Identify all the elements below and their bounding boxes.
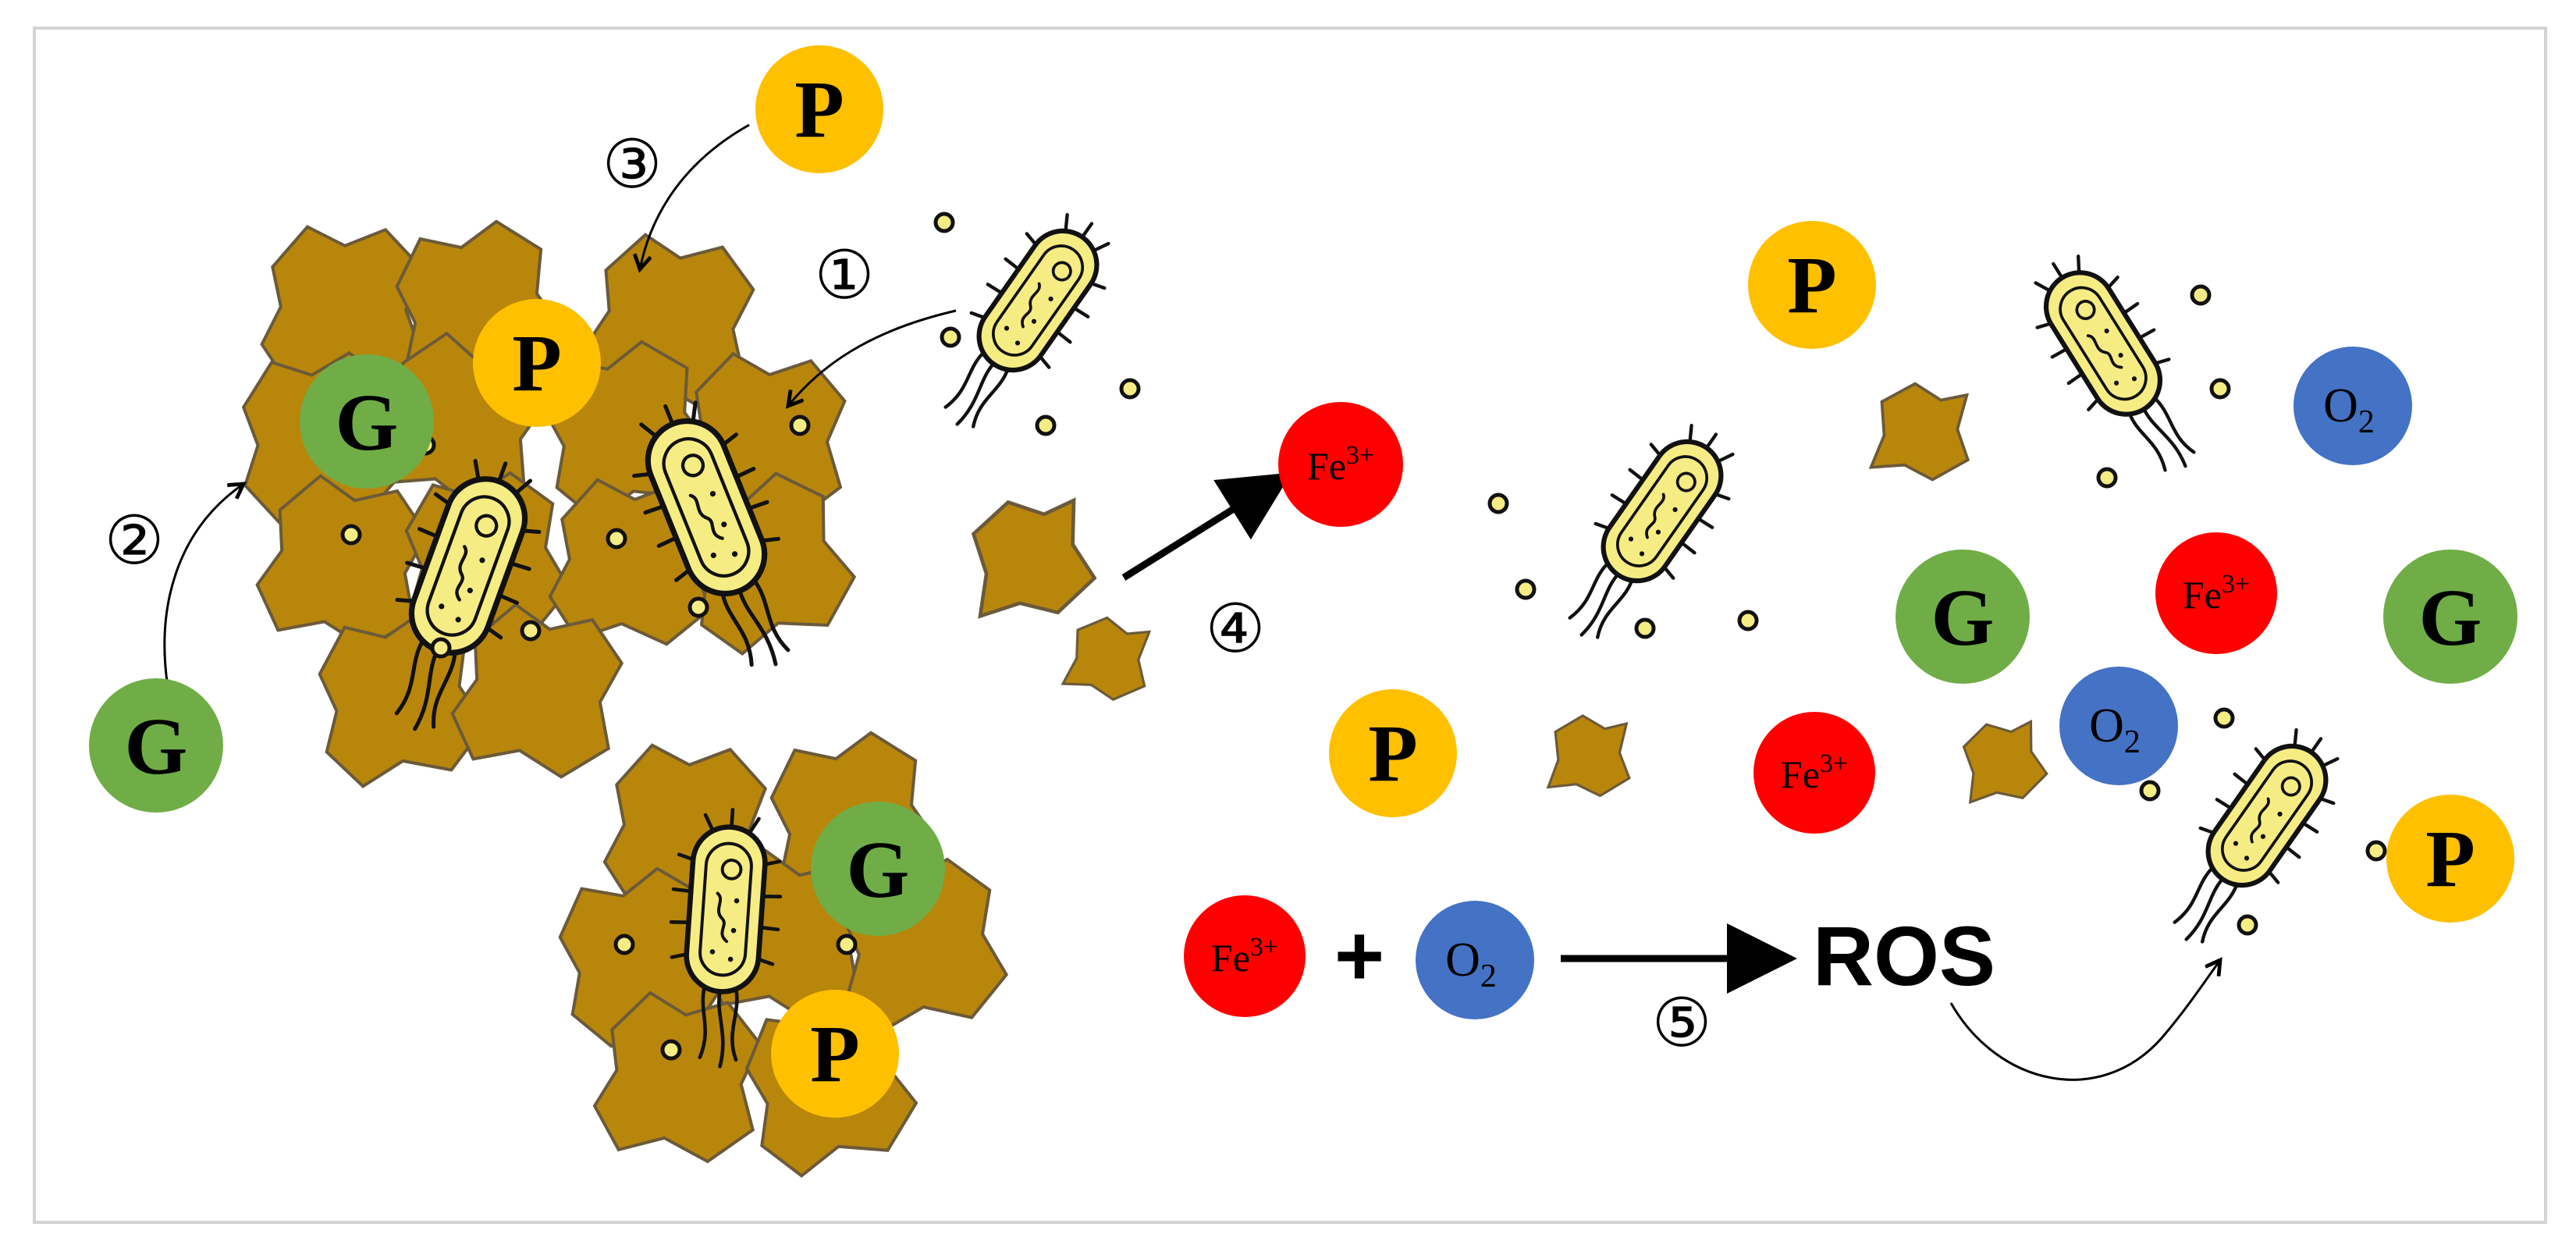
glucose-label: G (336, 378, 399, 468)
step-5-label: ⑤ (1651, 986, 1711, 1061)
plus-sign: + (1334, 908, 1384, 1004)
ros-label: ROS (1813, 909, 1995, 1003)
phosphate-molecules (473, 45, 2514, 1118)
step-3-label: ③ (602, 127, 662, 202)
straight-arrow-icon (1121, 472, 1797, 994)
phosphate-label: P (794, 65, 844, 155)
oxygen-molecules (1416, 347, 2412, 1019)
phosphate-label: P (2425, 814, 2475, 904)
iron-label: Fe3+ (2183, 570, 2250, 617)
oxygen-label: O2 (2323, 379, 2375, 440)
glucose-label: G (847, 825, 910, 915)
phosphate-label: P (512, 318, 562, 408)
glucose-label: G (1931, 573, 1995, 663)
curved-arrow-icon (163, 123, 2220, 1081)
iron-ions (1184, 402, 2277, 1017)
glucose-label: G (2419, 573, 2482, 663)
step-2-label: ② (104, 503, 164, 578)
phosphate-label: P (810, 1009, 860, 1099)
step-1-label: ① (814, 238, 874, 313)
glucose-molecules (89, 354, 2517, 936)
step-4-label: ④ (1205, 592, 1265, 667)
phosphate-label: P (1368, 709, 1418, 799)
iron-label: Fe3+ (1781, 749, 1848, 796)
oxygen-label: O2 (2089, 699, 2141, 760)
iron-label: Fe3+ (1211, 933, 1278, 980)
oxygen-label: O2 (1445, 934, 1497, 994)
iron-label: Fe3+ (1307, 441, 1374, 488)
phosphate-label: P (1787, 240, 1837, 330)
glucose-label: G (125, 702, 188, 791)
